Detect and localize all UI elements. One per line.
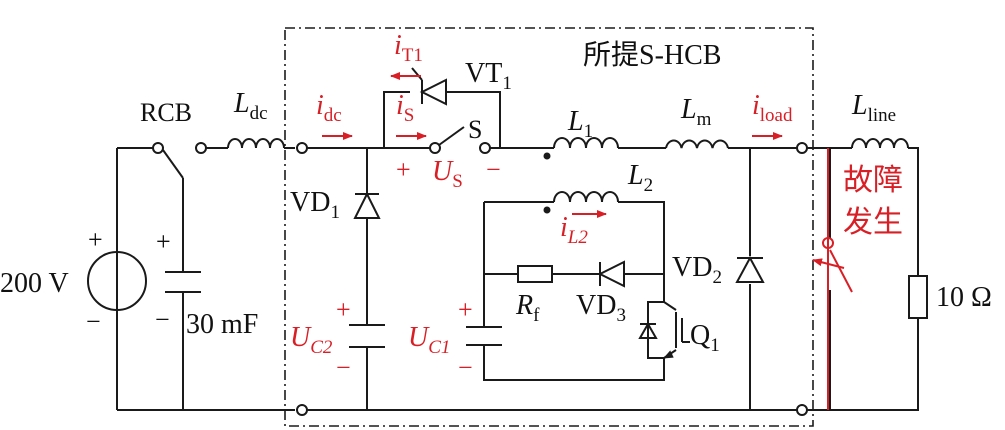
- switch-s-label: S: [468, 115, 482, 144]
- load-side-wiring: [807, 147, 919, 411]
- l2-inductor: [553, 191, 619, 203]
- vd2-label: VD2: [672, 252, 722, 288]
- rcb-label: RCB: [140, 98, 192, 127]
- l1-dot: [543, 152, 551, 160]
- vt1-label: VT1: [465, 58, 512, 94]
- thyristor-vt1: [411, 67, 447, 106]
- iload-label: iload: [752, 90, 793, 126]
- rcb-switch: [152, 142, 207, 179]
- fault-path: [812, 148, 853, 410]
- us-plus: +: [396, 155, 411, 184]
- lm-label: Lm: [680, 94, 712, 130]
- l2-label: L2: [627, 160, 653, 196]
- lm-inductor: [665, 139, 729, 149]
- c1-plus: +: [458, 295, 473, 324]
- lline-label: Lline: [851, 90, 896, 126]
- vd1-label: VD1: [290, 187, 340, 223]
- vd3-label: VD3: [576, 290, 626, 326]
- capacitor-c1: [466, 326, 502, 346]
- us-label: US: [432, 156, 463, 192]
- diode-vd1: [353, 191, 381, 219]
- l1-inductor: [553, 137, 619, 149]
- l2-dot: [543, 206, 551, 214]
- load-value-label: 10 Ω: [936, 282, 992, 313]
- uc1-label: UC1: [408, 322, 450, 358]
- source-minus: −: [86, 307, 101, 336]
- shcb-boundary: [284, 27, 814, 427]
- current-arrows: [322, 72, 783, 218]
- capacitor-c2: [349, 324, 385, 348]
- uc2-label: UC2: [290, 322, 333, 358]
- idc-label: idc: [316, 90, 342, 126]
- lline-inductor: [851, 138, 909, 149]
- ldc-inductor: [227, 138, 285, 149]
- source-plus: +: [88, 225, 103, 254]
- igbt-q1: [638, 292, 690, 380]
- shcb-title: 所提S-HCB: [583, 39, 721, 71]
- c1-gap: [478, 327, 490, 345]
- main-wiring: [307, 91, 797, 411]
- is-label: iS: [396, 90, 414, 126]
- mechanical-switch-s: [429, 126, 491, 154]
- c1-minus: −: [458, 353, 473, 382]
- capacitor-minus: −: [155, 305, 170, 334]
- ldc-label: Ldc: [233, 88, 268, 124]
- il2-label: iL2: [560, 212, 588, 248]
- q1-label: Q1: [690, 320, 720, 356]
- storage-capacitor: [165, 271, 201, 293]
- fault-label-line2: 发生: [843, 206, 903, 239]
- us-minus: −: [486, 155, 501, 184]
- capacitor-value-label: 30 mF: [186, 309, 258, 340]
- c2-minus: −: [336, 353, 351, 382]
- l1-label: L1: [567, 106, 593, 142]
- fault-label-line1: 故障: [843, 164, 903, 197]
- source-voltage-label: 200 V: [0, 268, 69, 299]
- capacitor-plus: +: [156, 227, 171, 256]
- diode-vd2: [735, 255, 765, 283]
- source-side-wiring: [116, 147, 295, 411]
- diode-vd3: [597, 260, 625, 288]
- c2-plus: +: [336, 295, 351, 324]
- load-resistor: [908, 275, 928, 319]
- it1-label: iT1: [394, 30, 423, 66]
- dc-source: [87, 251, 147, 311]
- resistor-rf: [517, 265, 553, 283]
- rf-label: Rf: [515, 290, 540, 326]
